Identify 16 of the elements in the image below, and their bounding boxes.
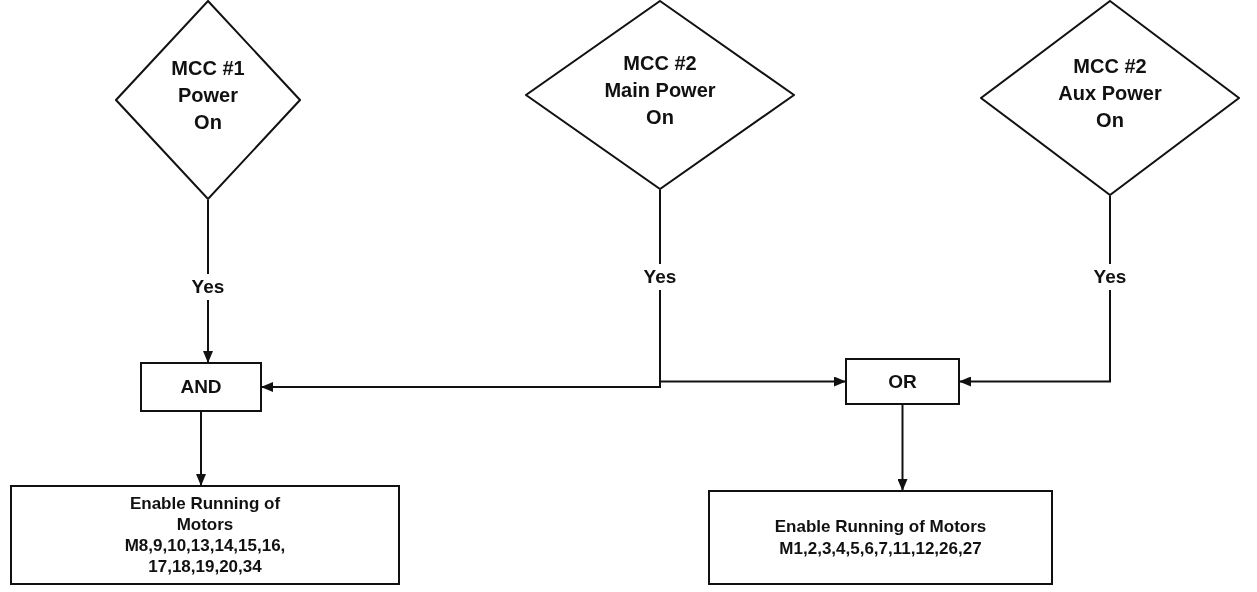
process-box [708,490,1053,585]
logic-gate-box [845,358,960,405]
gate-label: OR [888,369,917,394]
decision-text: MCC #2 Aux Power On [1057,53,1163,133]
motor-list: M8,9,10,13,14,15,16, 17,18,19,20,34 [102,535,308,578]
decision-text: MCC #2 Main Power On [603,50,717,130]
process-box [10,485,400,585]
decision-text: MCC #1 Power On [170,55,246,135]
box-heading: Enable Running of Motors [128,492,282,535]
arrow [959,195,1111,387]
motor-list: M1,2,3,4,5,6,7,11,12,26,27 [779,537,982,559]
logic-gate-box [140,362,262,412]
box-heading: Enable Running of Motors [774,516,987,538]
arrow [897,404,908,491]
arrow [196,411,206,486]
gate-label: AND [180,375,222,399]
